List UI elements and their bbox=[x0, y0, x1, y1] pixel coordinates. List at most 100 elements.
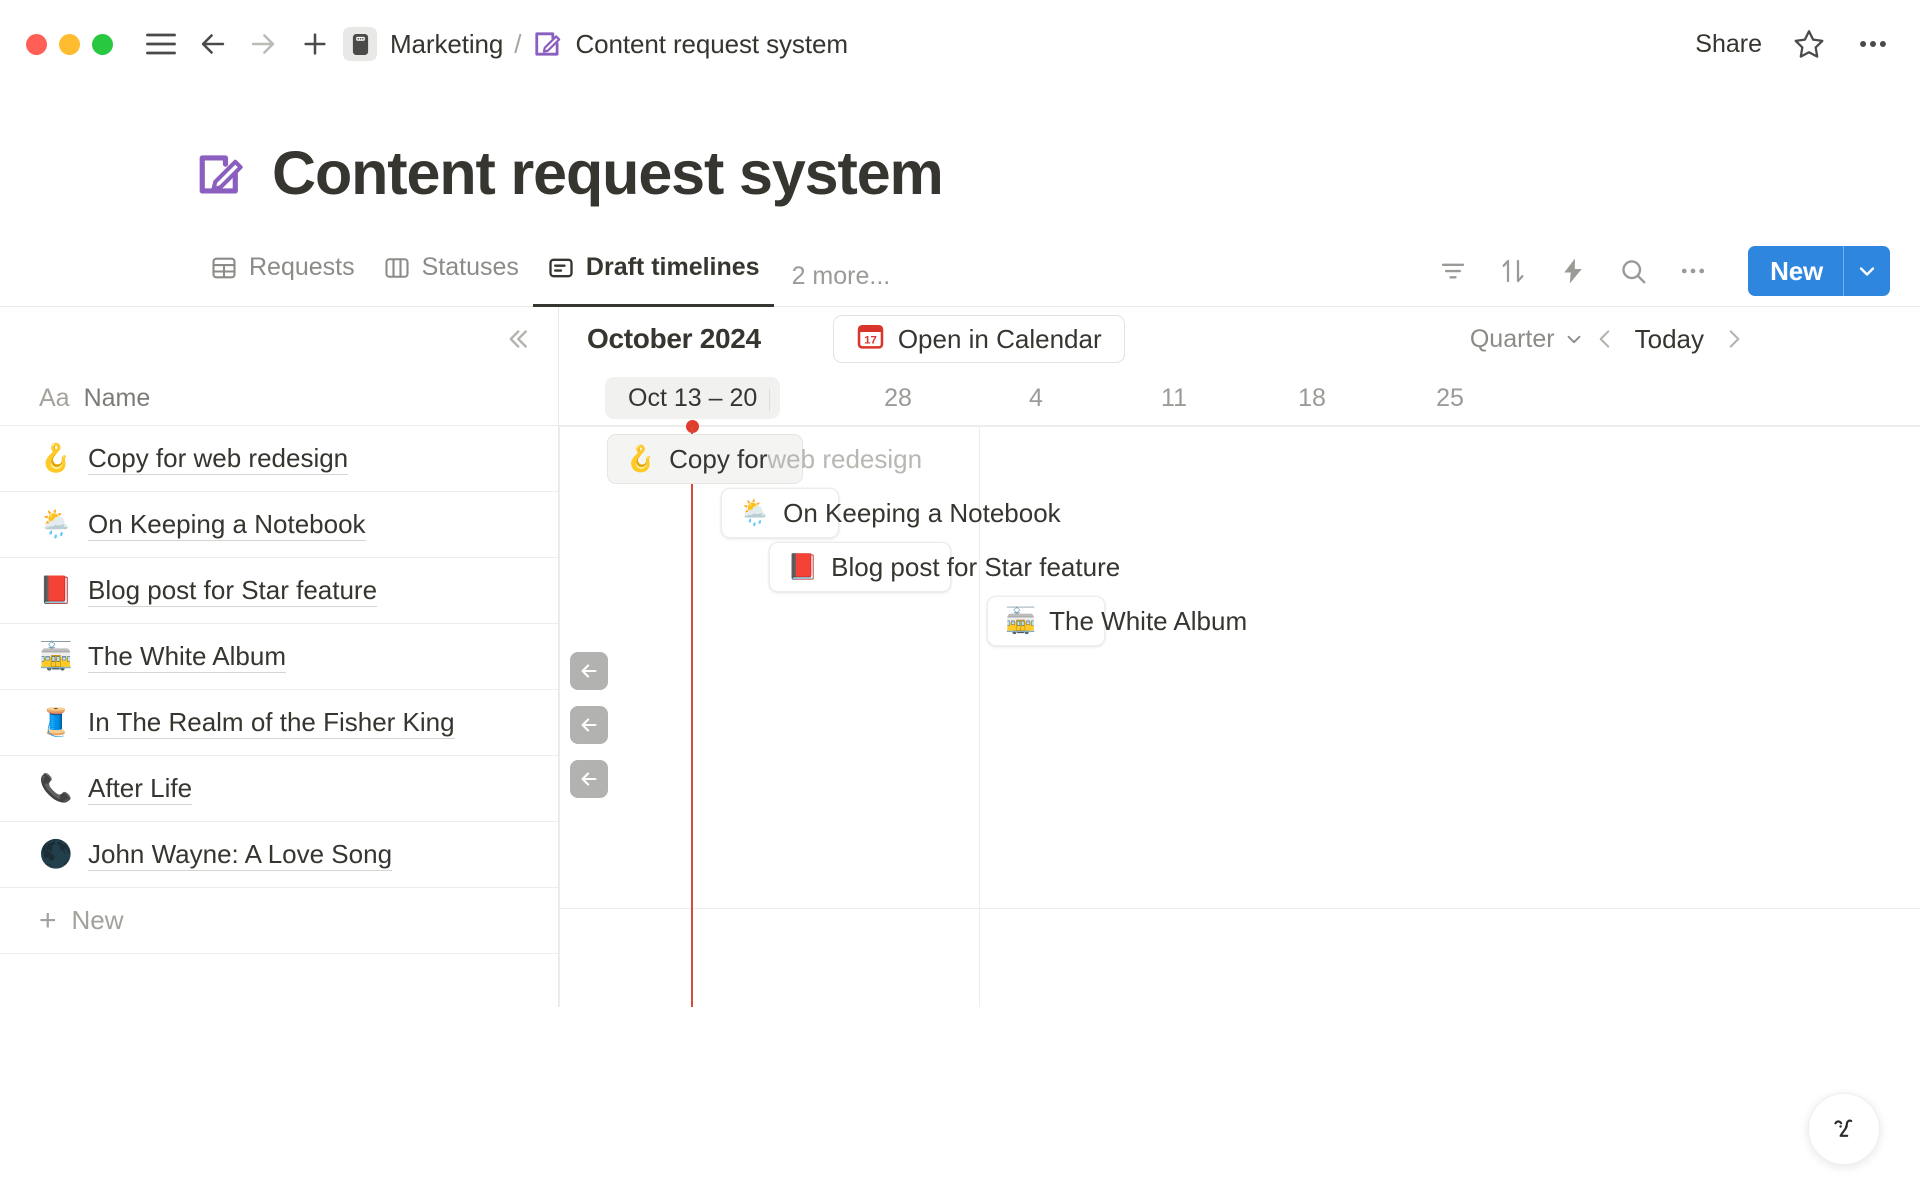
timeline-name-panel: Aa Name 🪝 Copy for web redesign 🌦️ On Ke… bbox=[0, 307, 559, 1007]
scroll-to-item-left-arrow-icon[interactable] bbox=[570, 760, 608, 798]
page-title[interactable]: Content request system bbox=[272, 139, 944, 207]
timeline-view: Aa Name 🪝 Copy for web redesign 🌦️ On Ke… bbox=[0, 307, 1920, 1007]
row-title[interactable]: On Keeping a Notebook bbox=[88, 508, 366, 542]
timeline-range-controls: Quarter Today bbox=[1470, 319, 1920, 359]
breadcrumb-page[interactable]: Content request system bbox=[575, 28, 848, 59]
tabs-more-button[interactable]: 2 more... bbox=[791, 262, 891, 290]
favorite-star-icon[interactable] bbox=[1792, 27, 1826, 61]
timeline-bar[interactable]: 📕 Blog post for Star feature bbox=[769, 542, 1120, 592]
date-tick: 28 bbox=[884, 384, 912, 412]
tab-statuses[interactable]: Statuses bbox=[369, 242, 533, 306]
new-record-button[interactable]: New bbox=[1748, 246, 1890, 296]
maximize-window-button[interactable] bbox=[92, 33, 113, 55]
row-title[interactable]: In The Realm of the Fisher King bbox=[88, 706, 455, 740]
list-item[interactable]: 📕 Blog post for Star feature bbox=[0, 558, 558, 624]
timeline-bar[interactable]: 🪝 Copy for web redesign bbox=[607, 434, 922, 484]
more-options-icon[interactable] bbox=[1856, 27, 1890, 61]
automation-icon[interactable] bbox=[1554, 252, 1592, 290]
list-item[interactable]: 🌑 John Wayne: A Love Song bbox=[0, 822, 558, 888]
date-tick: 18 bbox=[1298, 384, 1326, 412]
timeline-canvas[interactable]: 🪝 Copy for web redesign 🌦️ On Keeping a … bbox=[559, 420, 1920, 1007]
page-header: Content request system bbox=[0, 88, 1920, 204]
date-tick: 4 bbox=[1029, 384, 1043, 412]
row-emoji-thread-spool-icon: 🧵 bbox=[39, 707, 73, 737]
name-column-header[interactable]: Aa Name bbox=[0, 371, 558, 426]
sidebar-toggle-icon[interactable] bbox=[137, 20, 185, 68]
svg-text:17: 17 bbox=[864, 335, 877, 347]
row-title[interactable]: John Wayne: A Love Song bbox=[88, 838, 393, 872]
open-in-calendar-button[interactable]: 17 Open in Calendar bbox=[832, 315, 1125, 363]
add-new-row-label: New bbox=[71, 905, 124, 935]
new-button-label: New bbox=[1770, 255, 1823, 286]
collapse-panel-icon[interactable] bbox=[502, 324, 532, 354]
bar-label: Blog post for Star feature bbox=[831, 551, 1121, 582]
timeline-chart-panel: October 2024 17 Open in Calendar bbox=[559, 307, 1920, 1007]
titlebar-actions: Share bbox=[1695, 27, 1890, 61]
forward-arrow-icon[interactable] bbox=[241, 22, 285, 66]
row-title[interactable]: Copy for web redesign bbox=[88, 442, 349, 476]
calendar-17-icon: 17 bbox=[856, 322, 885, 356]
memo-pencil-icon bbox=[533, 29, 563, 59]
tab-label: Draft timelines bbox=[585, 253, 760, 281]
bar-label-overflow: web redesign bbox=[767, 443, 923, 474]
board-icon bbox=[383, 254, 411, 282]
table-icon bbox=[210, 254, 238, 282]
breadcrumb-separator: / bbox=[514, 28, 522, 59]
new-page-plus-icon[interactable] bbox=[293, 22, 337, 66]
name-panel-header bbox=[0, 307, 558, 371]
view-toolbar: New bbox=[1434, 246, 1890, 306]
row-title[interactable]: After Life bbox=[88, 772, 193, 806]
bar-emoji-sun-behind-rain-cloud-icon: 🌦️ bbox=[739, 498, 771, 527]
view-more-icon[interactable] bbox=[1674, 252, 1712, 290]
date-tick: 11 bbox=[1161, 384, 1187, 412]
tab-requests[interactable]: Requests bbox=[196, 242, 369, 306]
today-button[interactable]: Today bbox=[1634, 323, 1704, 354]
back-arrow-icon[interactable] bbox=[191, 22, 235, 66]
bar-emoji-tram-car-icon: 🚋 bbox=[1005, 606, 1037, 635]
scroll-to-item-left-arrow-icon[interactable] bbox=[570, 652, 608, 690]
view-tabbar: Requests Statuses bbox=[0, 242, 1920, 307]
sort-icon[interactable] bbox=[1494, 252, 1532, 290]
list-item[interactable]: 🚋 The White Album bbox=[0, 624, 558, 690]
list-item[interactable]: 📞 After Life bbox=[0, 756, 558, 822]
tab-draft-timelines[interactable]: Draft timelines bbox=[532, 242, 774, 307]
row-title[interactable]: The White Album bbox=[88, 640, 286, 674]
zoom-level-label: Quarter bbox=[1469, 324, 1555, 353]
list-item[interactable]: 🌦️ On Keeping a Notebook bbox=[0, 492, 558, 558]
list-item[interactable]: 🧵 In The Realm of the Fisher King bbox=[0, 690, 558, 756]
next-period-button[interactable] bbox=[1714, 319, 1754, 359]
row-emoji-sun-behind-rain-cloud-icon: 🌦️ bbox=[39, 509, 73, 539]
list-item[interactable]: 🪝 Copy for web redesign bbox=[0, 426, 558, 492]
row-emoji-tram-car-icon: 🚋 bbox=[39, 641, 73, 671]
bar-emoji-closed-book-icon: 📕 bbox=[787, 552, 819, 581]
zoom-level-select[interactable]: Quarter bbox=[1470, 325, 1585, 354]
add-new-row-button[interactable]: + New bbox=[0, 888, 558, 954]
open-in-calendar-label: Open in Calendar bbox=[897, 323, 1102, 354]
minimize-window-button[interactable] bbox=[59, 33, 80, 55]
timeline-icon bbox=[547, 254, 575, 282]
search-icon[interactable] bbox=[1614, 252, 1652, 290]
window-titlebar: Marketing / Content request system Share bbox=[0, 0, 1920, 88]
grid-line bbox=[979, 426, 980, 1007]
date-tick: 25 bbox=[1436, 384, 1464, 412]
chevron-down-icon[interactable] bbox=[1844, 246, 1890, 296]
filter-icon[interactable] bbox=[1434, 252, 1472, 290]
page-memo-pencil-icon[interactable] bbox=[196, 149, 246, 199]
breadcrumb-workspace[interactable]: Marketing bbox=[390, 28, 504, 59]
timeline-bar[interactable]: 🌦️ On Keeping a Notebook bbox=[721, 488, 1061, 538]
today-line bbox=[691, 426, 693, 1007]
share-button[interactable]: Share bbox=[1695, 29, 1762, 58]
help-assistant-button[interactable] bbox=[1808, 1093, 1880, 1165]
workspace-icon[interactable] bbox=[343, 27, 377, 61]
row-title[interactable]: Blog post for Star feature bbox=[88, 574, 378, 608]
previous-period-button[interactable] bbox=[1585, 319, 1625, 359]
bar-label: The White Album bbox=[1049, 605, 1248, 636]
timeline-bar[interactable]: 🚋 The White Album bbox=[987, 596, 1247, 646]
timeline-date-scale: Oct 13 – 20 28 4 11 18 25 bbox=[559, 371, 1920, 426]
timeline-month-label: October 2024 bbox=[587, 323, 761, 354]
scroll-to-item-left-arrow-icon[interactable] bbox=[570, 706, 608, 744]
close-window-button[interactable] bbox=[26, 33, 47, 55]
current-range-pill[interactable]: Oct 13 – 20 bbox=[605, 377, 781, 419]
bar-emoji-hook-icon: 🪝 bbox=[625, 444, 657, 473]
